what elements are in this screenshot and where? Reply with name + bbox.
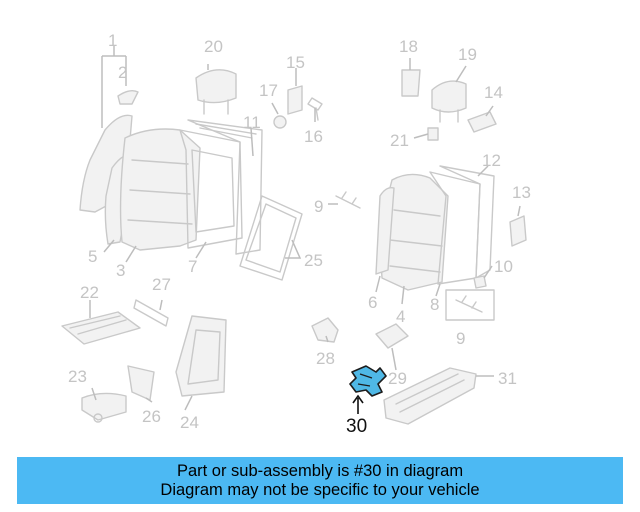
callout-7: 7	[188, 257, 197, 276]
callout-27: 27	[152, 275, 171, 294]
part-10-clip	[473, 275, 487, 289]
part-8-frame	[429, 171, 481, 285]
part-17-clip	[273, 115, 287, 129]
part-27-strip	[133, 299, 169, 327]
part-2-clip	[117, 89, 139, 105]
part-29-cover	[375, 323, 409, 349]
parts-diagram: 1 2 20 15 17 16 11 5 3 7 25 22 27 23 26 …	[61, 31, 531, 437]
callout-13: 13	[512, 183, 531, 202]
callout-1: 1	[108, 31, 117, 50]
callout-30: 30	[346, 416, 367, 437]
part-12-panel	[439, 165, 495, 279]
callout-15: 15	[286, 53, 305, 72]
leader-30	[352, 394, 364, 414]
callout-23: 23	[68, 367, 87, 386]
part-28-bracket	[311, 317, 339, 343]
part-9b-bolts	[455, 295, 483, 313]
callout-26: 26	[142, 407, 161, 426]
callout-21: 21	[390, 131, 409, 150]
part-26-trim	[127, 365, 155, 401]
banner-line-1: Part or sub-assembly is #30 in diagram	[176, 461, 464, 480]
part-6-bolster	[375, 186, 395, 275]
callout-3: 3	[116, 261, 125, 280]
part-13-clip	[509, 215, 527, 247]
part-16-bolt	[307, 97, 323, 121]
callout-22: 22	[80, 283, 99, 302]
callout-16: 16	[304, 127, 323, 146]
part-30-highlighted	[349, 365, 387, 397]
leader-lines	[89, 46, 521, 411]
callout-9b: 9	[456, 329, 465, 348]
callout-11: 11	[243, 113, 261, 132]
info-banner: Part or sub-assembly is #30 in diagram D…	[17, 457, 623, 504]
callout-12: 12	[482, 151, 501, 170]
callout-24: 24	[180, 413, 199, 432]
part-23-latch	[81, 392, 127, 421]
callout-18: 18	[399, 37, 418, 56]
part-3-seatback	[119, 128, 201, 251]
callout-20: 20	[204, 37, 223, 56]
callout-4: 4	[396, 307, 405, 326]
part-9a-bolts	[335, 191, 361, 209]
callout-14: 14	[484, 83, 503, 102]
callout-25: 25	[304, 251, 323, 270]
callout-9a: 9	[314, 197, 323, 216]
callout-2: 2	[118, 63, 127, 82]
callout-10: 10	[494, 257, 513, 276]
part-14-bracket	[467, 111, 497, 133]
callout-28: 28	[316, 349, 335, 368]
part-21-button	[427, 127, 439, 141]
part-11-panel	[187, 119, 263, 255]
callout-29: 29	[388, 369, 407, 388]
part-18-cover	[401, 69, 421, 97]
callout-numbers: 1 2 20 15 17 16 11 5 3 7 25 22 27 23 26 …	[68, 31, 531, 437]
part-19-headrest	[431, 80, 467, 113]
callout-5: 5	[88, 247, 97, 266]
part-25-cover	[239, 195, 303, 281]
part-20-headrest	[195, 69, 237, 104]
callout-19: 19	[458, 45, 477, 64]
callout-31: 31	[498, 369, 517, 388]
banner-line-2: Diagram may not be specific to your vehi…	[160, 480, 480, 499]
callout-8: 8	[430, 295, 439, 314]
part-31-cushion	[383, 367, 477, 425]
callout-17: 17	[259, 81, 278, 100]
part-7-frame	[179, 129, 243, 249]
callout-6: 6	[368, 293, 377, 312]
part-15-bracket	[287, 85, 303, 115]
